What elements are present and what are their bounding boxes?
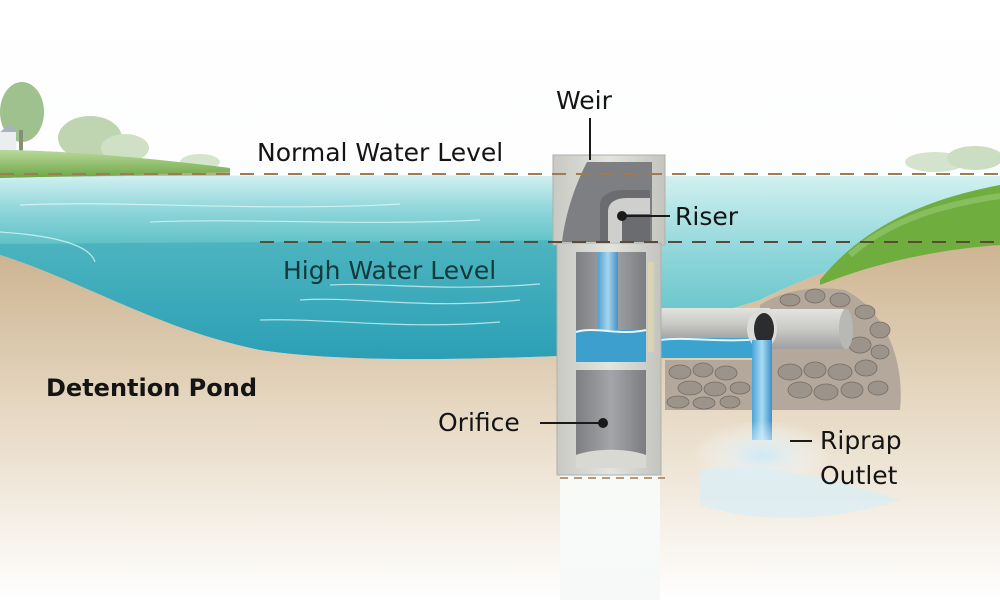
grass-bank-right — [820, 185, 1000, 285]
soil-left — [0, 255, 560, 600]
detention-pond-label: Detention Pond — [46, 374, 258, 402]
background-trees-right — [905, 146, 1000, 172]
water-ripples — [0, 203, 541, 326]
weir-label: Weir — [556, 86, 612, 115]
high-water-level-label: High Water Level — [283, 256, 497, 285]
orifice-label: Orifice — [438, 408, 520, 437]
outlet-label: Outlet — [820, 461, 898, 490]
riser-label: Riser — [675, 202, 739, 231]
normal-water-level-label: Normal Water Level — [257, 138, 504, 167]
pond-surface — [0, 175, 560, 244]
riser-structure — [552, 154, 666, 476]
conduit-flow — [660, 338, 770, 358]
outlet-pipe — [747, 309, 853, 349]
riprap-label: Riprap — [820, 426, 902, 455]
outlet-waterfall — [752, 340, 772, 440]
